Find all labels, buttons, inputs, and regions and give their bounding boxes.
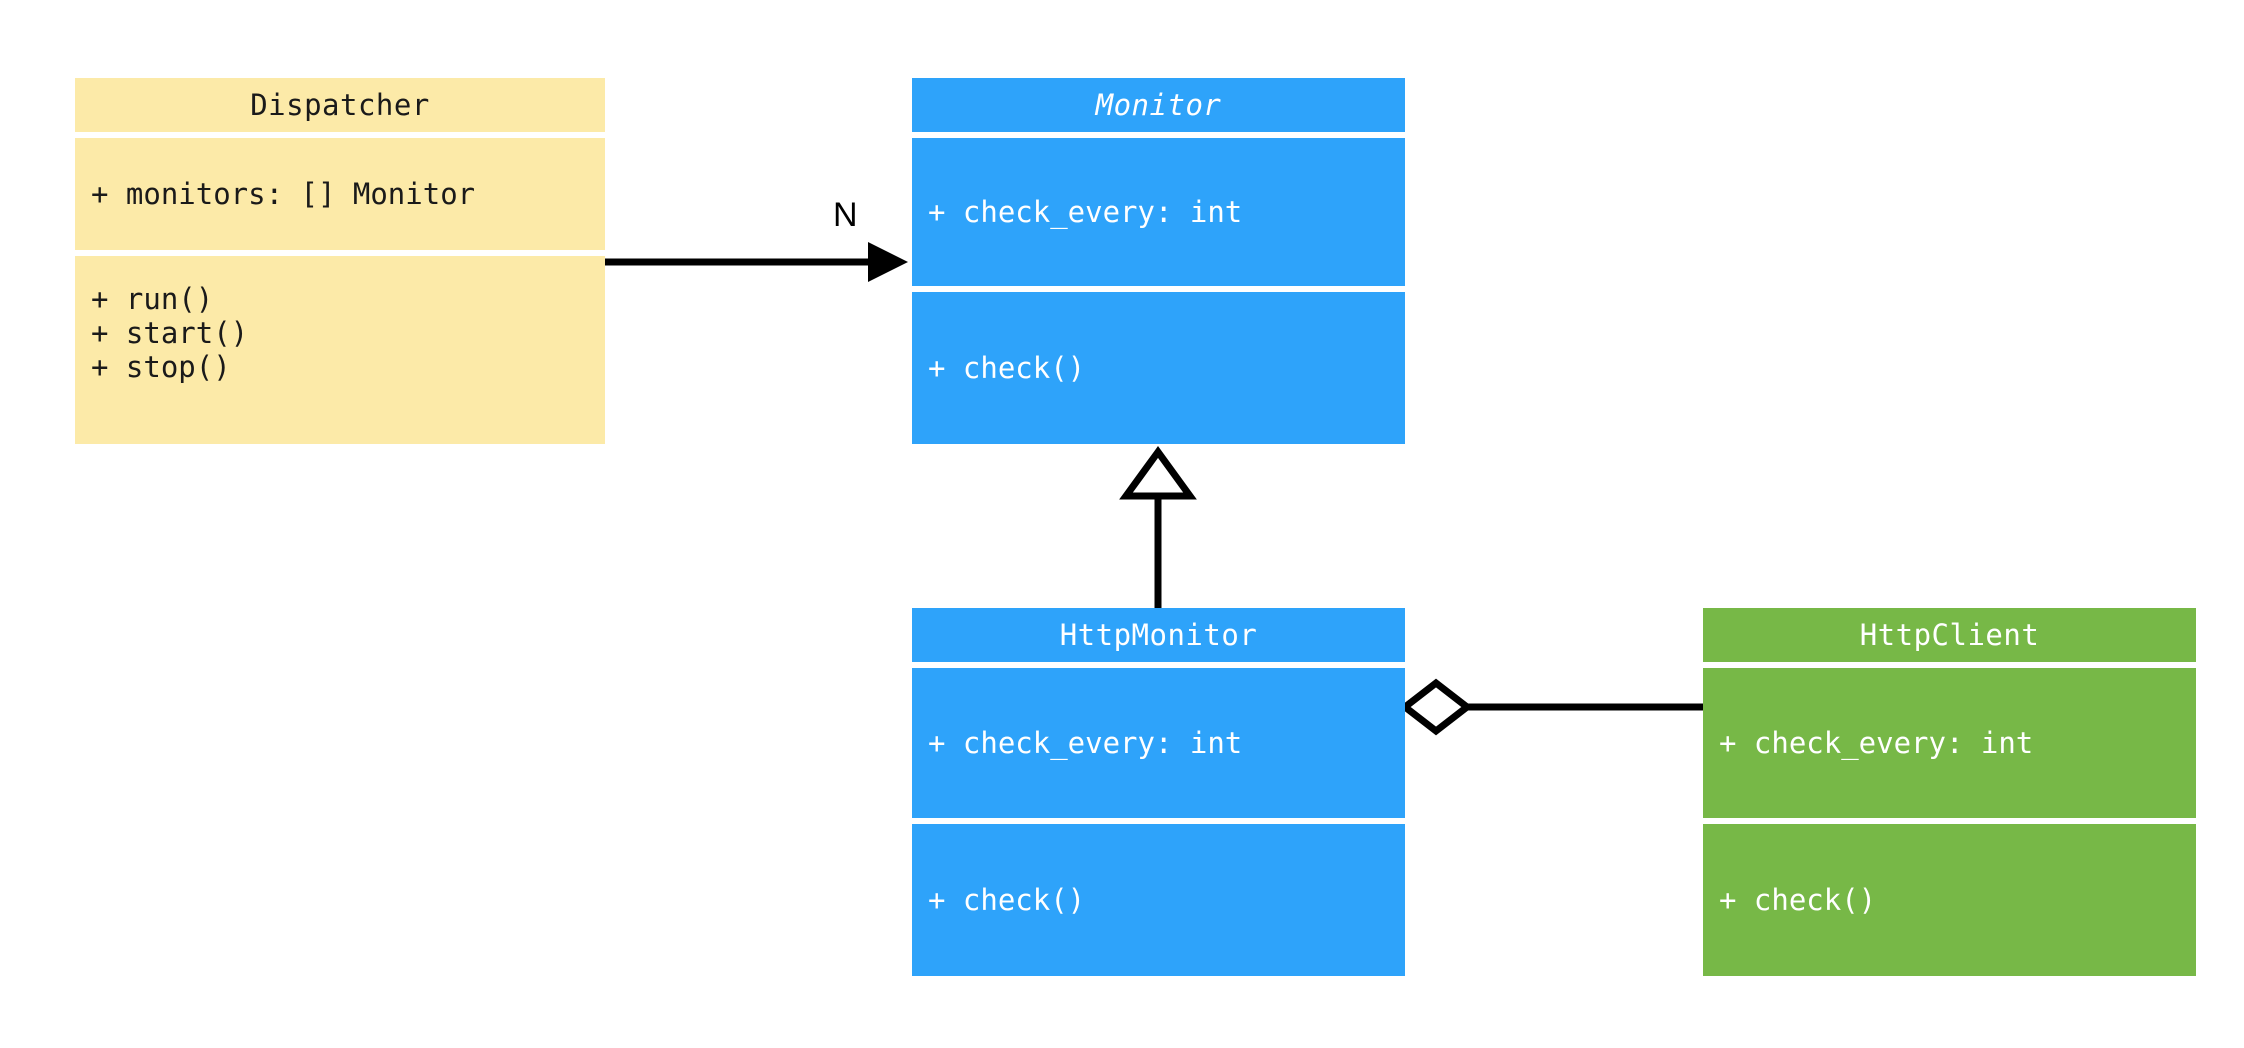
class-box-dispatcher[interactable]: Dispatcher + monitors: [] Monitor + run(… <box>75 78 605 450</box>
edge-http-monitor-to-http-client <box>1399 678 1703 736</box>
method-row: + check() <box>928 351 1086 385</box>
methods-compartment-dispatcher: + run() + start() + stop() <box>75 256 605 444</box>
method-row: + stop() <box>91 350 231 384</box>
class-name-http-monitor: HttpMonitor <box>912 608 1405 662</box>
hollow-diamond-aggregation-icon <box>1399 678 1473 736</box>
edge-dispatcher-to-monitor <box>605 242 908 282</box>
methods-compartment-http-client: + check() <box>1703 824 2196 976</box>
class-box-monitor[interactable]: Monitor + check_every: int + check() <box>912 78 1405 450</box>
class-name-dispatcher: Dispatcher <box>75 78 605 132</box>
attribute-row: + check_every: int <box>928 195 1243 229</box>
method-row: + check() <box>1719 883 1877 917</box>
methods-compartment-monitor: + check() <box>912 292 1405 444</box>
method-row: + check() <box>928 883 1086 917</box>
attribute-row: + monitors: [] Monitor <box>91 177 476 211</box>
attributes-compartment-http-client: + check_every: int <box>1703 668 2196 818</box>
attributes-compartment-monitor: + check_every: int <box>912 138 1405 286</box>
attribute-row: + check_every: int <box>928 726 1243 760</box>
attributes-compartment-http-monitor: + check_every: int <box>912 668 1405 818</box>
class-box-http-client[interactable]: HttpClient + check_every: int + check() <box>1703 608 2196 982</box>
association-multiplicity-label: N <box>833 196 858 234</box>
hollow-triangle-arrowhead-icon <box>1119 446 1197 500</box>
class-name-monitor: Monitor <box>912 78 1405 132</box>
class-box-http-monitor[interactable]: HttpMonitor + check_every: int + check() <box>912 608 1405 982</box>
method-row: + start() <box>91 316 249 350</box>
class-name-http-client: HttpClient <box>1703 608 2196 662</box>
attribute-row: + check_every: int <box>1719 726 2034 760</box>
method-row: + run() <box>91 282 214 316</box>
attributes-compartment-dispatcher: + monitors: [] Monitor <box>75 138 605 250</box>
methods-compartment-http-monitor: + check() <box>912 824 1405 976</box>
edge-http-monitor-to-monitor <box>1119 446 1197 608</box>
filled-arrowhead-icon <box>868 242 908 282</box>
